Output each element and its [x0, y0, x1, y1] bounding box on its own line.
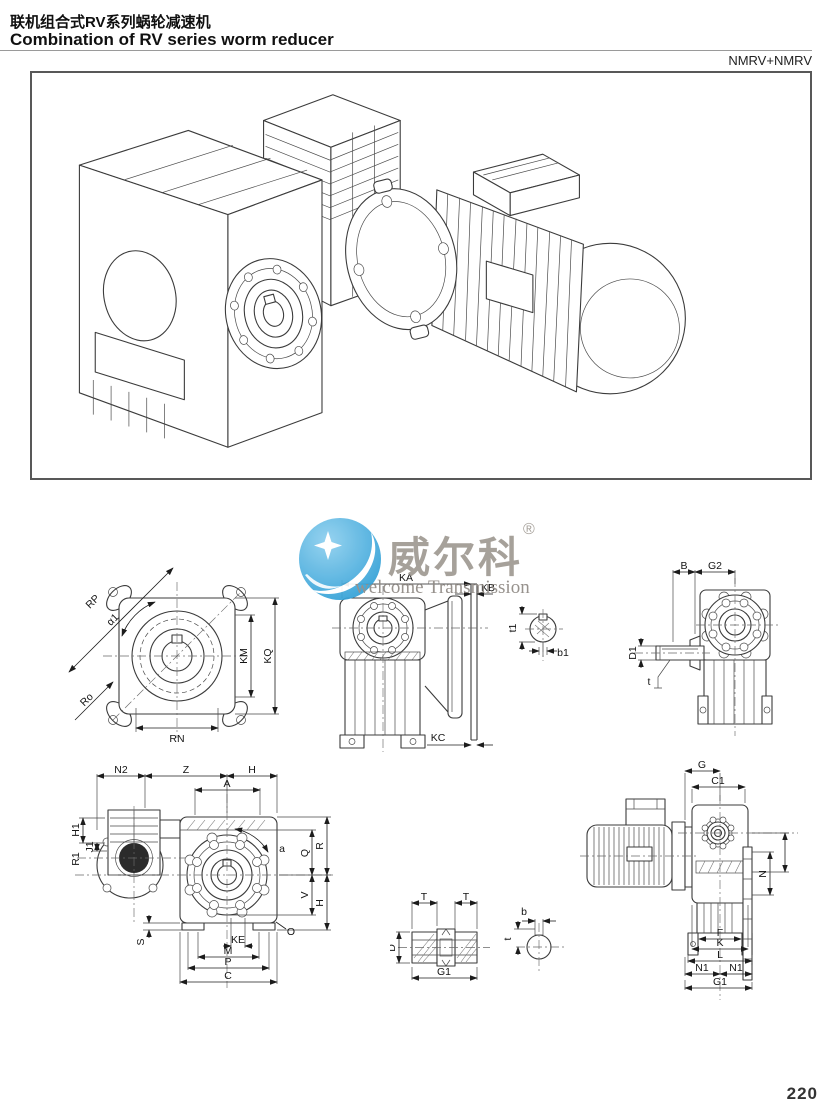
dim-label-rp: RP: [83, 592, 102, 611]
dim-label-n2: N2: [114, 764, 128, 776]
motor-side-geometry: [580, 795, 798, 1000]
output-key-dimensions: b t: [502, 906, 556, 955]
motor-side-dimensions: G C1 N F K L N1 N1 G1: [684, 759, 789, 991]
page-title-zh: 联机组合式RV系列蜗轮减速机: [10, 14, 211, 31]
dim-label-l: L: [717, 949, 723, 961]
front-gearbox: [78, 129, 323, 448]
side-view-drawing: KA KB KC: [332, 572, 495, 752]
dim-label-kb: KB: [481, 582, 495, 594]
dim-label-b-small: b: [521, 906, 527, 918]
dim-label-kq: KQ: [262, 648, 274, 663]
dim-label-ke: KE: [231, 934, 245, 946]
dim-label-d1: D1: [628, 646, 639, 660]
dim-label-c: C: [224, 970, 232, 982]
dim-label-g2: G2: [708, 560, 722, 572]
side-view-geometry: [332, 583, 488, 752]
dim-label-t-right: T: [463, 891, 470, 903]
dim-label-km: KM: [238, 648, 250, 664]
dim-label-f: F: [717, 927, 723, 939]
dim-label-t: t: [648, 676, 651, 688]
dim-label-ro: Ro: [78, 691, 96, 709]
model-code: NMRV+NMRV: [728, 53, 812, 68]
dim-label-r1: R1: [70, 852, 82, 866]
motor-nameplate: [485, 260, 534, 314]
dim-label-n1-right: N1: [729, 962, 743, 974]
dim-label-q: Q: [299, 849, 311, 857]
dim-label-ka: KA: [399, 572, 413, 584]
dim-label-b: B: [680, 560, 687, 572]
dim-label-t-left: T: [421, 891, 428, 903]
dim-label-kc: KC: [431, 732, 446, 744]
dim-label-p: P: [224, 956, 231, 968]
dim-label-g1: G1: [437, 966, 451, 978]
dim-label-angle-a: a: [279, 843, 285, 855]
flange-view-drawing: RP α1 Ro RN KM KQ: [68, 567, 279, 745]
dim-label-k: K: [716, 937, 723, 949]
output-key-geometry: [516, 919, 564, 973]
input-view-dimensions: B G2 D1 t: [628, 560, 736, 689]
motor-side-view-drawing: G C1 N F K L N1 N1 G1: [580, 759, 798, 1000]
output-key-detail-drawing: b t: [502, 906, 564, 973]
dim-label-t1: t1: [507, 623, 519, 632]
output-shaft-dimensions: T T D G1: [390, 891, 478, 981]
dim-label-n: N: [757, 870, 769, 878]
dim-label-v: V: [299, 891, 311, 898]
dim-label-t-small: t: [502, 937, 514, 940]
isometric-assembly-drawing: [78, 94, 686, 448]
dim-label-g: G: [698, 759, 706, 771]
main-drawing-frame: [30, 71, 812, 480]
dim-label-s: S: [135, 938, 147, 945]
dim-label-m: M: [224, 945, 233, 957]
output-shaft-drawing: T T D G1: [390, 891, 490, 981]
dim-label-rn: RN: [169, 733, 184, 745]
dim-label-r: R: [314, 842, 326, 850]
motor: [345, 153, 686, 395]
registered-mark: ®: [523, 521, 535, 538]
key-detail-geometry: [525, 609, 563, 661]
flange-geometry: [103, 582, 251, 738]
dim-label-z: Z: [183, 764, 190, 776]
front-view-drawing: N2 Z H A H1 J1 R1 a Q R V H O S KE M P C: [70, 764, 333, 988]
side-view-dimensions: KA KB KC: [341, 572, 495, 748]
output-flange: [224, 258, 323, 370]
header-rule: [0, 50, 812, 51]
front-view-geometry: [75, 794, 333, 988]
dim-label-n1-left: N1: [695, 962, 709, 974]
output-shaft-geometry: [398, 928, 490, 967]
front-view-dimensions: N2 Z H A H1 J1 R1 a Q R V H O S KE M P C: [70, 764, 331, 985]
dim-label-g1-bottom: G1: [713, 976, 727, 988]
input-view-geometry: [634, 578, 778, 736]
dim-label-c1: C1: [711, 775, 725, 787]
dim-label-h1: H1: [70, 823, 82, 837]
terminal-box: [472, 153, 580, 217]
page-title-en: Combination of RV series worm reducer: [10, 30, 334, 49]
dim-label-h-top: H: [248, 764, 256, 776]
key-detail-dimensions: t1 b1: [507, 606, 569, 659]
dim-label-j1: J1: [84, 841, 96, 852]
dim-label-b1: b1: [557, 647, 569, 659]
input-view-drawing: B G2 D1 t: [628, 560, 778, 736]
shaft-key-detail-drawing: t1 b1: [507, 606, 569, 661]
dim-label-a: A: [223, 778, 230, 790]
page-number: 220: [786, 1084, 818, 1103]
dim-label-d: D: [390, 944, 398, 952]
dim-label-h-right: H: [314, 899, 326, 907]
motor-flange: [345, 178, 458, 340]
dim-label-o: O: [287, 926, 295, 938]
